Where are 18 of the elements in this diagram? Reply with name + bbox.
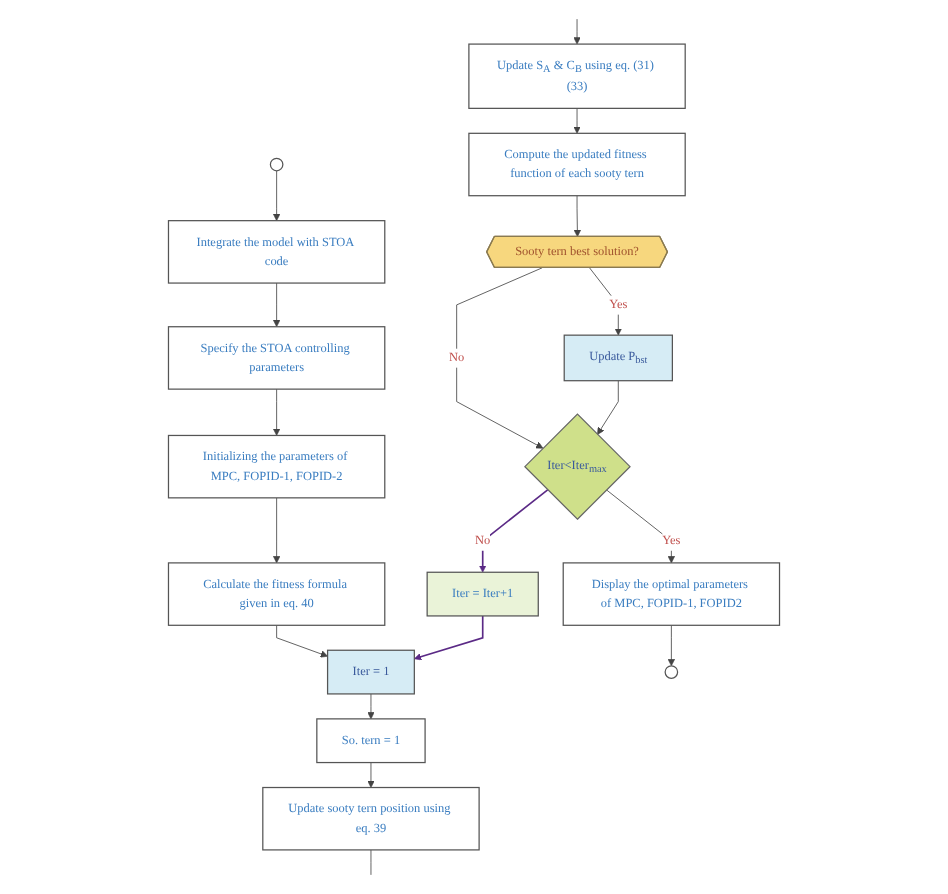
node-box [262,786,480,851]
node-circle [269,157,284,172]
node-box [468,43,686,109]
node-box [167,562,386,626]
node-box [326,649,415,695]
node-box [316,718,426,764]
arrow [479,489,549,573]
node-box [468,132,686,197]
node-box [167,434,386,499]
node-box [426,571,539,617]
node-box [167,220,386,284]
node-box [563,334,673,382]
connector [370,849,372,876]
arrow [414,615,484,661]
node-circle [664,665,679,679]
node-box [167,326,386,390]
node-box [562,562,781,626]
node-diamond [524,413,631,521]
